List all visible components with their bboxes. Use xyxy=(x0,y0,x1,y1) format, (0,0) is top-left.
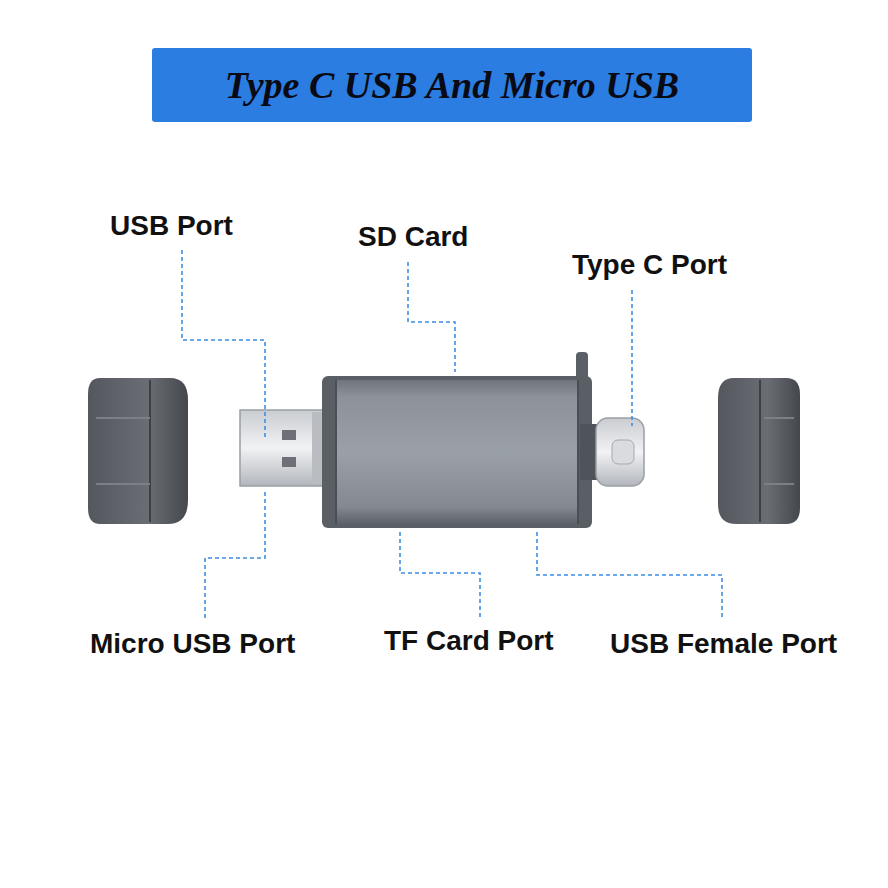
usb-plug xyxy=(240,410,332,486)
cap-groove xyxy=(96,418,150,484)
leader-line xyxy=(631,290,633,426)
plug-hole xyxy=(282,457,296,467)
reader-body xyxy=(336,380,578,524)
reader-body-frame xyxy=(322,376,592,528)
right-cap xyxy=(718,378,800,524)
part-label: SD Card xyxy=(358,221,468,253)
part-label: USB Female Port xyxy=(610,628,837,660)
leader-line xyxy=(408,262,455,372)
part-label: TF Card Port xyxy=(384,625,554,657)
part-label: USB Port xyxy=(110,210,233,242)
title-banner: Type C USB And Micro USB xyxy=(152,48,752,122)
body-edge xyxy=(336,380,578,524)
typec-plug xyxy=(596,418,644,486)
plug-hole xyxy=(282,430,296,440)
part-label: Type C Port xyxy=(572,249,727,281)
title-text: Type C USB And Micro USB xyxy=(225,63,679,107)
leader-line xyxy=(537,532,722,620)
part-label: Micro USB Port xyxy=(90,628,295,660)
leader-line xyxy=(400,532,480,618)
cap-edge xyxy=(759,380,761,522)
leader-line xyxy=(205,492,265,620)
left-cap xyxy=(88,378,188,524)
cap-groove xyxy=(764,418,794,484)
leader-line xyxy=(182,250,265,440)
cap-edge xyxy=(149,380,151,522)
typec-tongue xyxy=(612,440,634,464)
